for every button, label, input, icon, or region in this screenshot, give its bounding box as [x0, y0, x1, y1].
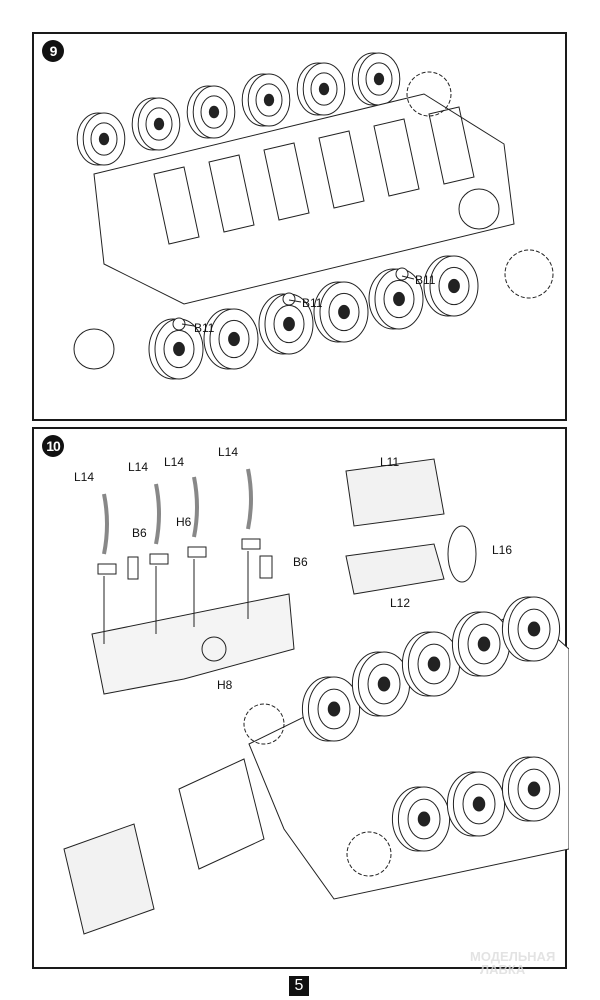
wheel-center-icon [98, 132, 110, 146]
wheel-center-icon [527, 781, 541, 797]
l14-base-icon [241, 538, 261, 550]
h8-label: H8 [217, 678, 233, 692]
drive-sprocket-icon [458, 188, 500, 230]
l16-part-icon [447, 525, 477, 583]
wheel-center-icon [417, 811, 431, 827]
wheel-hub-icon [438, 266, 470, 306]
step-number-badge: 10 [42, 435, 64, 457]
wheel-hub-icon [145, 107, 173, 141]
idler-wheel-icon [73, 328, 115, 370]
b11-part-icon [282, 292, 296, 306]
b11-part-icon [395, 267, 409, 281]
wheel-center-icon [448, 278, 460, 294]
wheel-center-icon [393, 291, 405, 307]
hull-outline [93, 93, 515, 305]
watermark-line-2: ЛАВКА [480, 962, 526, 977]
hull-panel [208, 154, 255, 233]
sprocket-icon [504, 249, 554, 299]
l14-base-icon [187, 546, 207, 558]
wheel-hub-icon [462, 783, 496, 825]
l14-part-icon [192, 476, 199, 538]
l14-base-icon [97, 563, 117, 575]
sprocket-icon [346, 831, 392, 877]
wheel-hub-icon [407, 798, 441, 840]
wheel-center-icon [283, 316, 295, 332]
step-10-diagram: L14 L14 L14 L14 B6 B6 H6 H8 L11 L12 L16 [63, 445, 569, 935]
transmission-part-icon [63, 823, 155, 935]
wheel-center-icon [527, 621, 541, 637]
h6-label: H6 [176, 515, 192, 529]
h8-part-outline [91, 593, 295, 695]
wheel-hub-icon [317, 688, 351, 730]
wheel-center-icon [318, 82, 330, 96]
wheel-center-icon [263, 93, 275, 107]
hull-panel [263, 142, 310, 221]
wheel-hub-icon [310, 72, 338, 106]
b6-label-2: B6 [293, 555, 308, 569]
l14-part-icon [246, 468, 253, 530]
wheel-center-icon [208, 105, 220, 119]
l14-label-1: L14 [74, 470, 94, 484]
hull-panel [373, 118, 420, 197]
svg-text:B11: B11 [302, 296, 323, 310]
wheel-hub-icon [365, 62, 393, 96]
parts-assembly-drawing [63, 458, 569, 935]
svg-text:B11: B11 [194, 321, 215, 335]
b11-label-2: B11 [288, 296, 323, 310]
sprocket-icon [406, 71, 452, 117]
wheel-center-icon [427, 656, 441, 672]
l11-part-icon [345, 458, 445, 527]
l14-label-3: L14 [164, 455, 184, 469]
hull-panel [318, 130, 365, 209]
l14-label-4: L14 [218, 445, 238, 459]
hull-panel [153, 166, 200, 245]
h8-hatch-icon [201, 636, 227, 662]
wheel-center-icon [153, 117, 165, 131]
step-9-diagram: B11 B11 B11 [73, 52, 554, 380]
l14-part-icon [102, 493, 109, 555]
watermark-line-1: МОДЕЛЬНАЯ [470, 949, 556, 964]
wheel-center-icon [327, 701, 341, 717]
wheel-hub-icon [383, 279, 415, 319]
l16-label: L16 [492, 543, 512, 557]
wheel-hub-icon [367, 663, 401, 705]
wheel-hub-icon [467, 623, 501, 665]
b11-label-3: B11 [401, 273, 436, 287]
wheel-center-icon [228, 331, 240, 347]
wheel-hub-icon [200, 95, 228, 129]
l12-part-icon [345, 543, 445, 595]
wheel-center-icon [173, 341, 185, 357]
l14-label-2: L14 [128, 460, 148, 474]
sprocket-icon [243, 703, 285, 745]
step-10-panel: L14 L14 L14 L14 B6 B6 H6 H8 L11 L12 L16 … [32, 427, 569, 969]
hull-panel [428, 106, 475, 185]
wheel-center-icon [477, 636, 491, 652]
l14-part-icon [154, 483, 161, 545]
wheel-hub-icon [255, 83, 283, 117]
b6-part-icon [127, 556, 139, 580]
wheel-hub-icon [328, 292, 360, 332]
final-drive-part-icon [178, 758, 265, 870]
l14-base-icon [149, 553, 169, 565]
page-number: 5 [289, 976, 309, 996]
wheel-center-icon [338, 304, 350, 320]
hull-assembly-drawing [73, 52, 554, 380]
step-9-panel: B11 B11 B11 9 [32, 32, 567, 421]
b6-part-icon [259, 555, 273, 579]
l11-label: L11 [380, 455, 399, 469]
wheel-center-icon [472, 796, 486, 812]
b11-label-1: B11 [181, 321, 215, 335]
wheel-hub-icon [417, 643, 451, 685]
wheel-center-icon [373, 72, 385, 86]
l12-label: L12 [390, 596, 410, 610]
step-number-badge: 9 [42, 40, 64, 62]
wheel-hub-icon [517, 608, 551, 650]
b6-label-1: B6 [132, 526, 147, 540]
svg-text:B11: B11 [415, 273, 436, 287]
wheel-hub-icon [90, 122, 118, 156]
wheel-hub-icon [517, 768, 551, 810]
wheel-center-icon [377, 676, 391, 692]
wheel-hub-icon [218, 319, 250, 359]
